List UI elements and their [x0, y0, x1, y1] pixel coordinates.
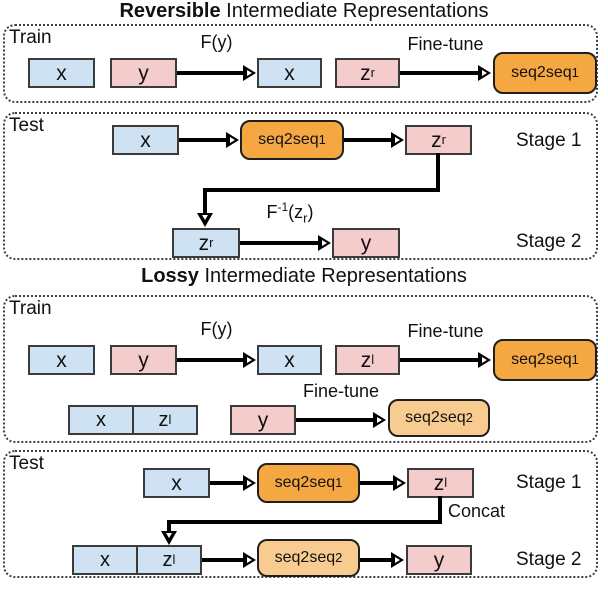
arrow-line [400, 358, 480, 362]
stage1-label: Stage 1 [516, 130, 582, 151]
concat-cell-x: x [100, 549, 110, 571]
arrow [344, 132, 404, 148]
connector-segment [438, 496, 442, 524]
reversible-train-label: Train [9, 27, 52, 48]
lossy-title-bold: Lossy [141, 265, 199, 287]
stage1-label: Stage 1 [516, 472, 582, 493]
box-x: x [257, 345, 322, 375]
reversible-title-rest: Intermediate Representations [220, 0, 489, 22]
arrowhead-notch [377, 417, 382, 423]
arrow [177, 352, 256, 368]
lossy-title-rest: Intermediate Representations [198, 265, 467, 287]
reversible-title-bold: Reversible [119, 0, 221, 22]
box-x: x [28, 58, 95, 88]
connector-segment [167, 520, 442, 524]
box-y: y [110, 58, 177, 88]
connector-segment [167, 522, 171, 532]
arrow-line [360, 481, 395, 485]
box-x: x [257, 58, 322, 88]
arrowhead-notch [202, 215, 208, 220]
label-concat: Concat [448, 501, 506, 521]
lossy-test-label: Test [9, 453, 44, 474]
arrow-line [177, 71, 245, 75]
lossy-train-label: Train [9, 298, 52, 319]
arrow [360, 552, 404, 568]
arrow-line [360, 558, 393, 562]
arrow [360, 475, 406, 491]
arrow-line [177, 358, 245, 362]
stage2-label: Stage 2 [516, 549, 582, 570]
arrowhead-notch [395, 557, 400, 563]
arrowhead-notch [166, 533, 172, 538]
arrowhead-down-icon [197, 213, 213, 227]
box-x: x [112, 125, 179, 155]
box-y: y [406, 545, 472, 575]
arrow [202, 552, 256, 568]
label-fy: F(y) [200, 32, 233, 52]
arrow-line [344, 138, 393, 142]
stage2-label: Stage 2 [516, 231, 582, 252]
arrow [240, 235, 331, 251]
arrowhead-notch [247, 70, 252, 76]
arrow [179, 132, 239, 148]
arrowhead-notch [322, 240, 327, 246]
concat-cell-x: x [96, 409, 106, 431]
arrowhead-notch [230, 137, 235, 143]
label-fy: F(y) [200, 319, 233, 339]
arrowhead-notch [397, 480, 402, 486]
reversible-test-label: Test [9, 115, 44, 136]
arrowhead-notch [247, 480, 252, 486]
arrow [210, 475, 256, 491]
box-y: y [110, 345, 177, 375]
box-y: y [230, 405, 296, 435]
box-x: x [28, 345, 95, 375]
box-x: x [143, 468, 210, 498]
arrow [400, 352, 491, 368]
arrow [400, 65, 491, 81]
label-finetune: Fine-tune [302, 381, 380, 401]
lossy-title: Lossy Intermediate Representations [0, 265, 608, 288]
arrow-line [202, 558, 245, 562]
arrow-line [240, 241, 320, 245]
reversible-title: Reversible Intermediate Representations [0, 0, 608, 23]
label-finetune: Fine-tune [407, 321, 484, 341]
arrow-line [179, 138, 228, 142]
arrow-line [210, 481, 245, 485]
label-finetune: Fine-tune [407, 34, 484, 54]
connector-segment [203, 190, 207, 214]
arrow-line [400, 71, 480, 75]
arrow [296, 412, 386, 428]
arrowhead-notch [482, 70, 487, 76]
arrowhead-notch [247, 557, 252, 563]
arrowhead-down-icon [161, 531, 177, 545]
box-y: y [332, 228, 400, 258]
arrowhead-notch [395, 137, 400, 143]
arrow [177, 65, 256, 81]
label-f-inverse: F-1(zr) [266, 200, 314, 226]
arrowhead-notch [247, 357, 252, 363]
arrowhead-notch [482, 357, 487, 363]
arrow-line [296, 418, 375, 422]
connector-segment [203, 188, 440, 192]
connector-segment [436, 153, 440, 192]
